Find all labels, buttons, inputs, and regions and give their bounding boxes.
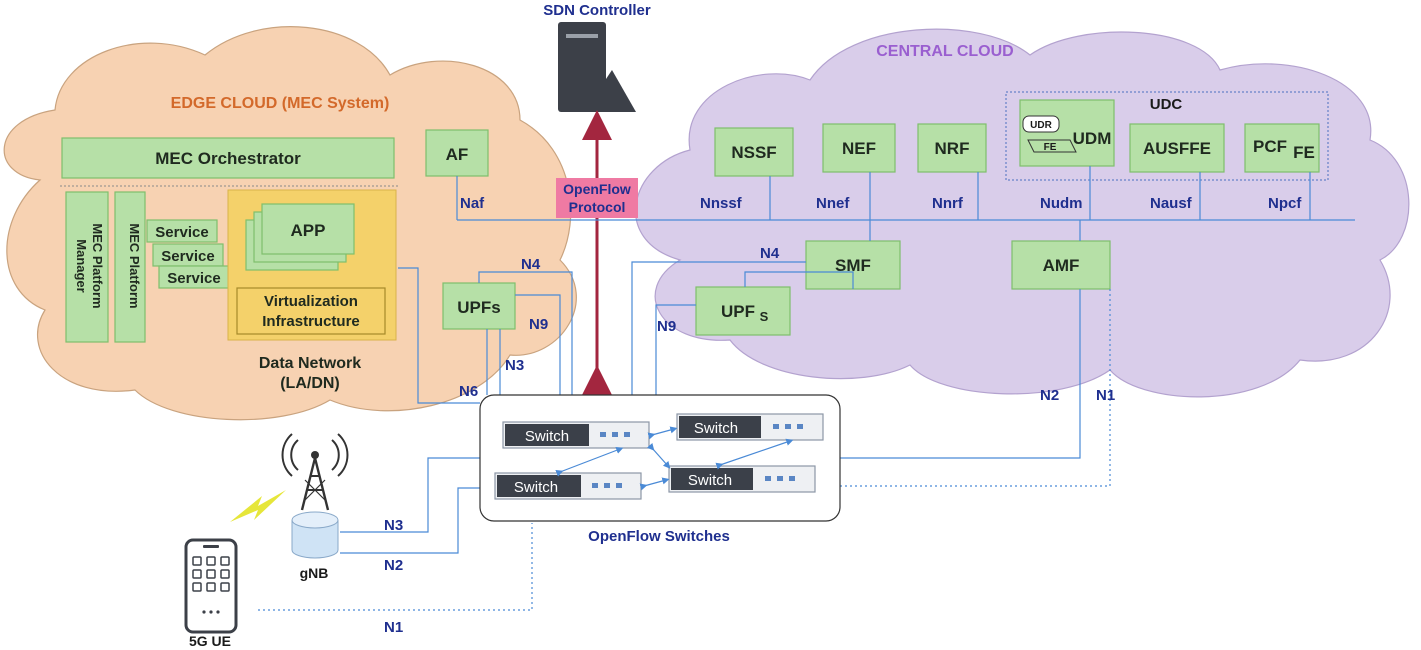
svg-text:AMF: AMF — [1043, 256, 1080, 275]
n3-gnb-label: N3 — [384, 517, 403, 534]
nssf-box: NSSF — [714, 127, 794, 177]
svg-text:UPFs: UPFs — [457, 298, 500, 317]
ue-label: 5G UE — [189, 633, 231, 649]
naf-label: Naf — [460, 195, 485, 212]
svg-text:Switch: Switch — [525, 428, 569, 445]
svg-text:Service: Service — [167, 270, 220, 287]
switch-1[interactable]: Switch — [502, 421, 650, 449]
n1-ue-label: N1 — [384, 619, 403, 636]
svg-text:S: S — [760, 309, 769, 324]
mec-platform-manager: MEC Platform Manager — [65, 191, 109, 343]
data-network-label: Data Network — [259, 355, 361, 372]
mec-orchestrator: MEC Orchestrator — [61, 137, 395, 179]
svg-text:AF: AF — [446, 145, 469, 164]
svg-text:Switch: Switch — [514, 479, 558, 496]
service-stack: Service Service Service — [146, 219, 230, 289]
svg-text:NRF: NRF — [935, 139, 970, 158]
gnb-links — [258, 457, 533, 611]
svg-text:Service: Service — [155, 224, 208, 241]
n2-gnb-label: N2 — [384, 557, 403, 574]
switch-2[interactable]: Switch — [676, 413, 824, 441]
svg-text:FE: FE — [1293, 143, 1315, 162]
n4-edge-label: N4 — [521, 256, 541, 273]
svg-text:MEC Platform: MEC Platform — [127, 223, 142, 308]
ausffe-box: AUSFFE — [1129, 123, 1225, 173]
app-label: APP — [291, 221, 326, 240]
nrf-box: NRF — [917, 123, 987, 173]
n3-edge-label: N3 — [505, 357, 524, 374]
openflow-switch-group: Switch Switch Switch Switch — [479, 394, 841, 522]
svg-text:OpenFlow: OpenFlow — [563, 181, 631, 197]
npcf-label: Npcf — [1268, 195, 1302, 212]
n9-central-label: N9 — [657, 318, 676, 335]
pcf-box: PCF FE — [1244, 123, 1320, 173]
sdn-controller-title: SDN Controller — [543, 2, 651, 19]
edge-cloud-title: EDGE CLOUD (MEC System) — [171, 95, 390, 112]
udc-label: UDC — [1150, 96, 1183, 113]
edge-links — [398, 267, 573, 404]
openflow-protocol-badge: OpenFlow Protocol — [556, 178, 638, 218]
nnef-label: Nnef — [816, 195, 850, 212]
svg-text:NSSF: NSSF — [731, 143, 776, 162]
service-bus-links — [456, 166, 1355, 241]
udm-box: UDR FE UDM — [1019, 99, 1115, 167]
phone-icon — [184, 538, 238, 634]
svg-text:Virtualization: Virtualization — [264, 293, 358, 310]
n4-central-label: N4 — [760, 245, 780, 262]
svg-text:Infrastructure: Infrastructure — [262, 313, 360, 330]
data-network-sublabel: (LA/DN) — [280, 375, 340, 392]
svg-text:Switch: Switch — [688, 472, 732, 489]
svg-text:MEC Orchestrator: MEC Orchestrator — [155, 149, 301, 168]
database-icon: UDR — [1022, 115, 1060, 133]
nef-box: NEF — [822, 123, 896, 173]
n1-central-label: N1 — [1096, 387, 1115, 404]
udc-boundary — [1005, 91, 1329, 181]
nudm-label: Nudm — [1040, 195, 1083, 212]
gnb-base-icon — [291, 511, 339, 559]
n9-edge-label: N9 — [529, 316, 548, 333]
svg-text:Protocol: Protocol — [569, 199, 626, 215]
svg-text:MEC Platform: MEC Platform — [90, 223, 105, 308]
data-network-box: APP Virtualization Infrastructure — [227, 189, 397, 341]
lightning-icon — [230, 490, 286, 522]
nnssf-label: Nnssf — [700, 195, 743, 212]
svg-text:UPF: UPF — [721, 302, 755, 321]
svg-text:FE: FE — [1044, 142, 1057, 153]
switch-4[interactable]: Switch — [668, 465, 816, 493]
svg-text:Service: Service — [161, 248, 214, 265]
openflow-switches-caption: OpenFlow Switches — [588, 528, 730, 545]
edge-upf-box: UPFs — [442, 282, 516, 330]
gnb-label: gNB — [300, 565, 329, 581]
svg-text:SMF: SMF — [835, 256, 871, 275]
central-cloud — [635, 28, 1410, 398]
amf-box: AMF — [1011, 240, 1111, 290]
svg-text:NEF: NEF — [842, 139, 876, 158]
fe-icon: FE — [1027, 139, 1077, 153]
central-upf-box: UPF S — [695, 286, 791, 336]
svg-text:Manager: Manager — [74, 239, 89, 292]
af-box: AF — [425, 129, 489, 177]
central-cloud-title: CENTRAL CLOUD — [876, 43, 1013, 60]
svg-text:Switch: Switch — [694, 420, 738, 437]
switch-3[interactable]: Switch — [494, 472, 642, 500]
svg-text:UDR: UDR — [1030, 120, 1052, 131]
mec-platform: MEC Platform — [114, 191, 146, 343]
server-icon — [558, 22, 636, 112]
nausf-label: Nausf — [1150, 195, 1193, 212]
n6-label: N6 — [459, 383, 478, 400]
svg-text:PCF: PCF — [1253, 137, 1287, 156]
svg-text:UDM: UDM — [1073, 129, 1112, 148]
n2-central-label: N2 — [1040, 387, 1059, 404]
svg-text:AUSFFE: AUSFFE — [1143, 139, 1211, 158]
nnrf-label: Nnrf — [932, 195, 964, 212]
switch-interconnects — [555, 426, 794, 491]
central-links — [631, 261, 1111, 487]
gnb-tower-icon — [281, 433, 349, 511]
